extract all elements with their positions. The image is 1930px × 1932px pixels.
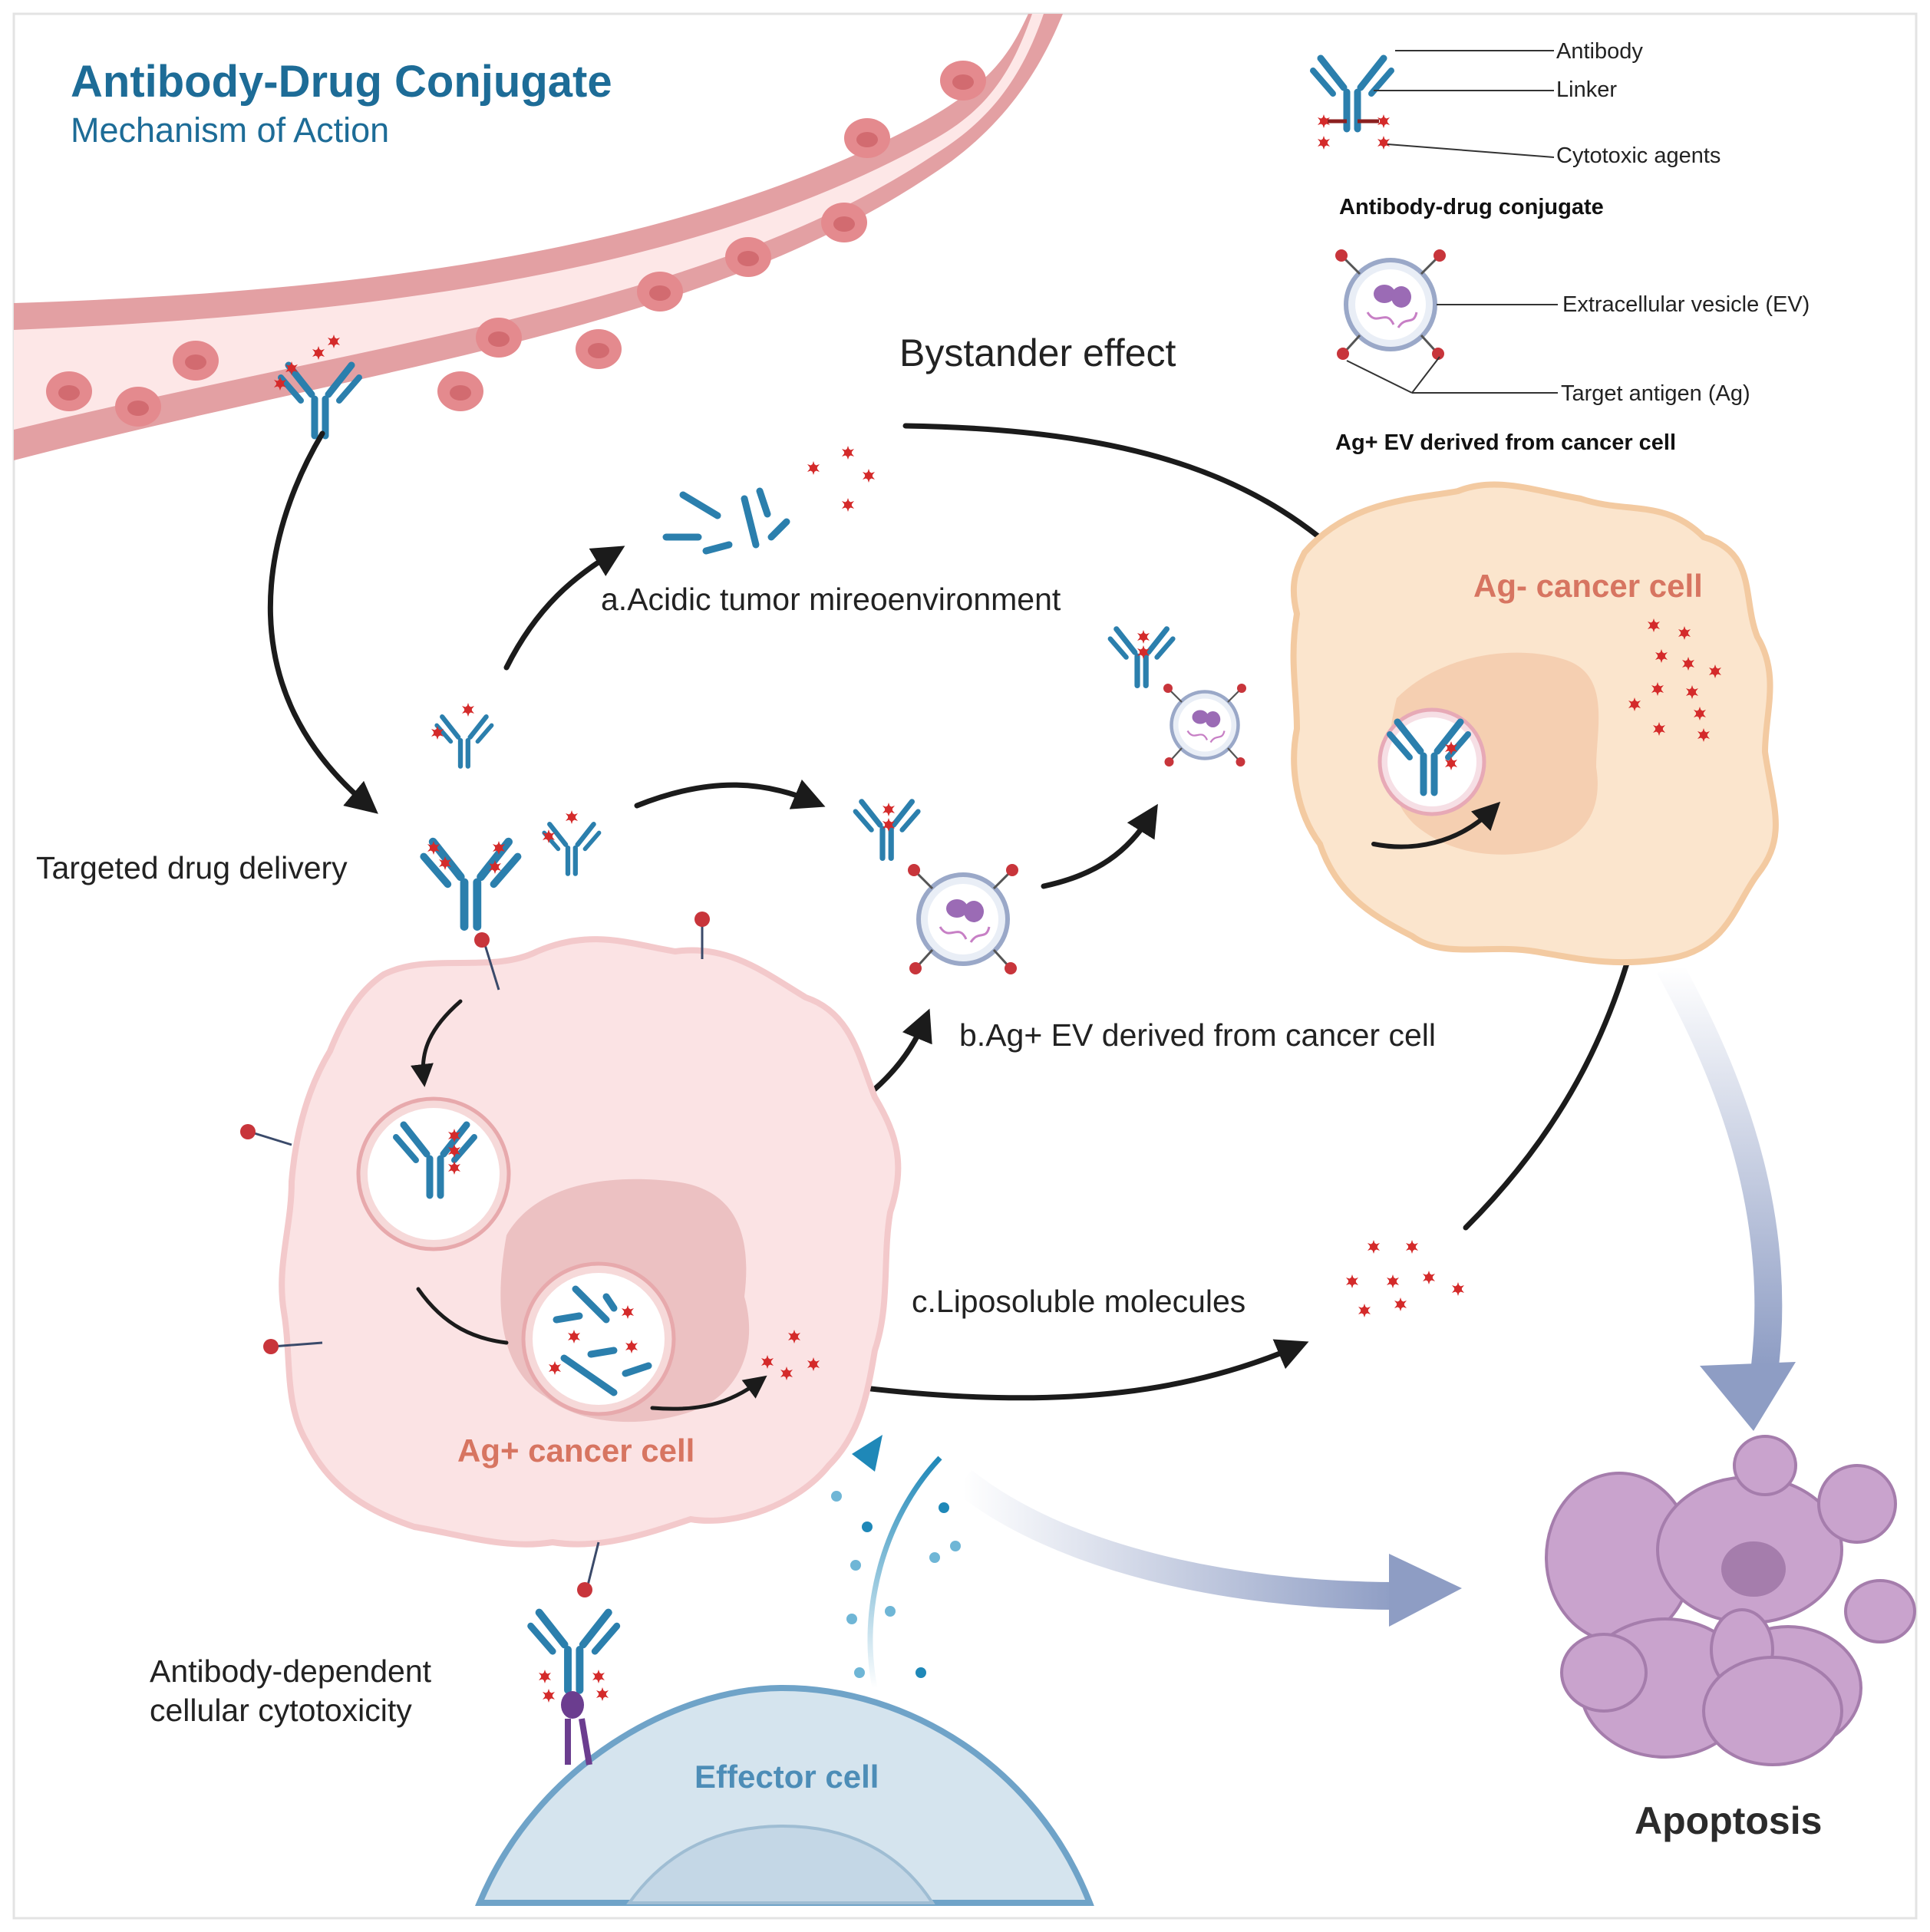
ag-positive-cancer-cell: Ag+ cancer cell [240, 912, 902, 1597]
legend-antibody: Antibody [1556, 39, 1643, 64]
cytotoxic-agent-icon [842, 498, 854, 512]
antibody-fragments [662, 487, 790, 555]
arrow-icon [954, 1469, 1397, 1610]
red-blood-cell-icon [940, 61, 986, 101]
red-blood-cell-icon [844, 118, 890, 158]
legend-ev-caption: Ag+ EV derived from cancer cell [1335, 430, 1676, 455]
antigen-icon [694, 912, 710, 927]
antigen-icon [577, 1582, 592, 1597]
cytotoxic-agent-icon [1346, 1274, 1358, 1288]
cytotoxic-agent-icon [1137, 630, 1150, 644]
arrow-icon [868, 1339, 1309, 1401]
ag-negative-label: Ag- cancer cell [1473, 568, 1703, 604]
adcc-label-line2: cellular cytotoxicity [150, 1693, 412, 1728]
red-blood-cell-icon [637, 272, 683, 312]
antigen-icon [474, 932, 490, 948]
ev-path-label: b.Ag+ EV derived from cancer cell [959, 1017, 1436, 1053]
legend-linker: Linker [1556, 77, 1617, 102]
cytotoxic-agent-icon [566, 810, 578, 824]
cytotoxic-agent-icon [1358, 1304, 1371, 1317]
red-blood-cell-icon [821, 203, 867, 242]
adcc-label-line1: Antibody-dependent [150, 1653, 432, 1689]
legend-ev: Extracellular vesicle (EV) [1562, 292, 1810, 317]
effector-cell: Effector cell [474, 1684, 1094, 1906]
arrow-icon [267, 430, 378, 814]
page-title: Antibody-Drug Conjugate [71, 57, 612, 107]
cytotoxic-agent-icon [1367, 1240, 1380, 1254]
arrow-icon [1041, 803, 1158, 889]
antibody-icon [424, 842, 517, 926]
cytotoxic-agent-icon [539, 1670, 551, 1683]
red-blood-cell-icon [437, 371, 483, 411]
extracellular-vesicle-icon [1335, 249, 1446, 360]
legend-adc-caption: Antibody-drug conjugate [1339, 195, 1604, 219]
cytotoxic-agent-icon [1452, 1282, 1464, 1296]
arrow-icon [1389, 1554, 1462, 1627]
red-blood-cell-icon [115, 387, 161, 427]
arrow-icon [634, 779, 826, 809]
cytotoxic-agent-icon [596, 1687, 609, 1701]
legend: Antibody Linker Cytotoxic agents Antibod… [1313, 39, 1810, 455]
cytotoxic-agent-icon [883, 803, 895, 816]
cytotoxic-agent-icon [1394, 1297, 1407, 1311]
blood-vessel [14, 14, 1063, 460]
antigen-icon [240, 1124, 256, 1139]
red-blood-cell-icon [476, 318, 522, 358]
antibody-icon [544, 824, 599, 873]
arrow-icon [902, 423, 1364, 577]
arrow-icon [1700, 1362, 1796, 1431]
bystander-label: Bystander effect [899, 331, 1176, 374]
extracellular-vesicle-icon [1163, 684, 1246, 767]
cytotoxic-agent-icon [1406, 1240, 1418, 1254]
cytotoxic-agent-icon [1423, 1271, 1435, 1284]
legend-cytotoxic: Cytotoxic agents [1556, 143, 1721, 168]
antibody-icon [437, 717, 491, 766]
antigen-icon [263, 1339, 279, 1354]
cytotoxic-agent-icon [842, 446, 854, 460]
cytotoxic-agent-icon [1387, 1274, 1399, 1288]
cytotoxic-agent-icon [807, 461, 820, 475]
page-subtitle: Mechanism of Action [71, 110, 389, 150]
cytotoxic-agent-icon [462, 703, 474, 717]
apoptosis-label: Apoptosis [1635, 1799, 1822, 1842]
red-blood-cell-icon [725, 237, 771, 277]
arrow-icon [503, 546, 625, 671]
extracellular-vesicle-icon [908, 864, 1018, 974]
frame [12, 12, 1918, 1920]
cytotoxic-agent-icon [1377, 136, 1390, 150]
red-blood-cell-icon [576, 329, 622, 369]
effector-label: Effector cell [694, 1759, 879, 1795]
arrow-icon [1657, 960, 1783, 1367]
targeted-delivery-label: Targeted drug delivery [36, 850, 348, 885]
cytotoxic-agent-icon [543, 1689, 555, 1703]
cytotoxic-agent-icon [592, 1670, 605, 1683]
cytotoxic-agent-icon [1377, 114, 1390, 128]
red-blood-cell-icon [173, 341, 219, 381]
fc-receptor-icon [561, 1691, 584, 1719]
red-blood-cell-icon [46, 371, 92, 411]
ag-negative-cancer-cell: Ag- cancer cell [1290, 481, 1779, 966]
acidic-label: a.Acidic tumor mireoenvironment [601, 582, 1061, 617]
legend-antigen: Target antigen (Ag) [1561, 381, 1750, 406]
apoptotic-cell [1545, 1435, 1916, 1766]
ag-positive-label: Ag+ cancer cell [457, 1433, 694, 1469]
cytotoxic-granules [831, 1435, 961, 1689]
membrane-antigens [249, 921, 704, 1589]
cytotoxic-agent-icon [1318, 136, 1330, 150]
liposoluble-label: c.Liposoluble molecules [912, 1284, 1245, 1319]
cytotoxic-agent-icon [863, 469, 875, 483]
degraded-antibody [553, 1285, 652, 1396]
